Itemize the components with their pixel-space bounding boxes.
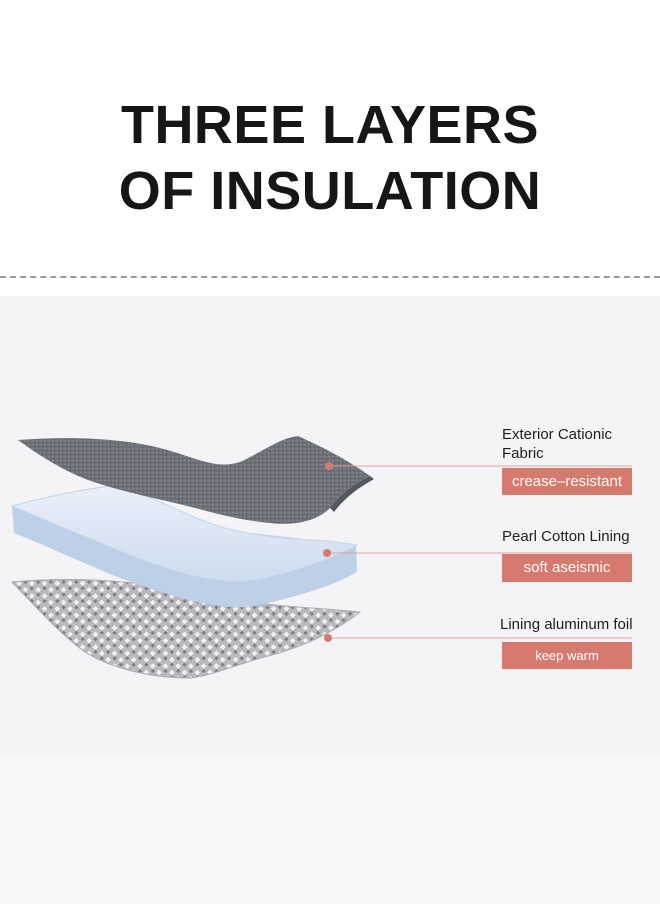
foil-pointer-dot: [324, 634, 332, 642]
layer-3-feature-badge: keep warm: [502, 642, 632, 669]
layer-1-name-line-1: Exterior Cationic: [502, 426, 613, 443]
page-title: THREE LAYERS OF INSULATION: [0, 92, 660, 224]
bottom-panel: [0, 756, 660, 904]
layer-3-name: Lining aluminum foil: [500, 615, 633, 634]
cotton-pointer-dot: [323, 549, 331, 557]
fabric-layer: [18, 436, 370, 524]
layer-2-feature-badge: soft aseismic: [502, 554, 632, 582]
fabric-pointer-dot: [325, 462, 333, 470]
dashed-divider: [0, 276, 660, 278]
fabric-layer-edge: [330, 476, 374, 512]
layer-1-name: Exterior Cationic Fabric: [502, 425, 612, 463]
title-line-2: OF INSULATION: [118, 161, 542, 221]
layer-2-name: Pearl Cotton Lining: [502, 527, 630, 546]
layer-2-name-line-1: Pearl Cotton Lining: [502, 528, 630, 545]
layer-3-name-line-1: Lining aluminum foil: [500, 616, 633, 633]
layer-1-feature-badge: crease–resistant: [502, 468, 632, 495]
title-line-1: THREE LAYERS: [120, 95, 540, 155]
layer-1-name-line-2: Fabric: [502, 445, 544, 462]
